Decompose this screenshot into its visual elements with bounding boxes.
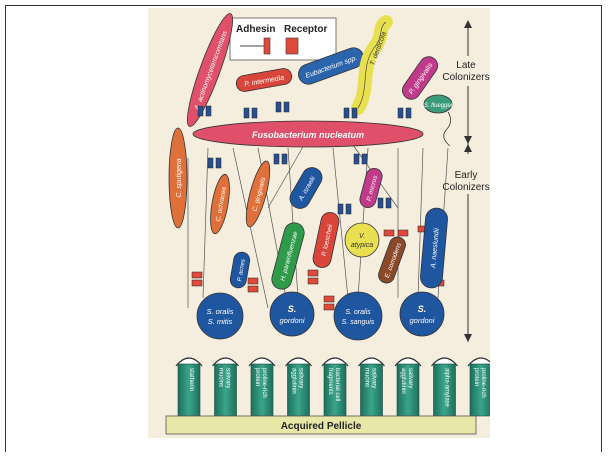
receptor-label-line1: salivary <box>298 368 304 388</box>
scale-arrow-down-mid <box>464 136 472 144</box>
receptor-stalk: statherin <box>176 358 202 416</box>
receptor-label-line1: bacterial cell <box>334 368 340 401</box>
legend: Adhesin Receptor <box>230 18 336 60</box>
v-atypica: V. atypica <box>345 223 379 257</box>
legend-receptor-label: Receptor <box>284 24 327 35</box>
c-sputigena-label: C. sputigena <box>176 158 183 197</box>
t-denticola: T. denticola <box>358 22 388 108</box>
s-gordonii-1-label-a: S. <box>288 304 297 314</box>
middle-colonizers: C. ochracea C. gingivalis A. israelii P.… <box>207 159 449 291</box>
receptor-label-line1: salivary <box>371 368 377 388</box>
v-atypica-label-1: V. <box>359 233 365 240</box>
s-oralis-mitis-label-2: S. mitis <box>208 317 233 326</box>
s-oralis-sanguis-label-2: S. sanguis <box>342 319 375 326</box>
receptor-label: salivarymucins <box>218 368 231 388</box>
fuso-label: Fusobacterium nucleatum <box>252 130 364 140</box>
c-ochracea: C. ochracea <box>207 173 233 235</box>
late-line-1: Late <box>456 60 476 71</box>
pellicle-label: Acquired Pellicle <box>281 421 362 432</box>
fusobacterium-nucleatum: Fusobacterium nucleatum <box>193 121 423 147</box>
p-intermedia: P. intermedia <box>235 67 293 92</box>
receptor-stalk: bacterial cellfragments <box>322 358 348 416</box>
s-gordonii-1-label-b: gordoni <box>279 316 304 325</box>
scale-arrow-up-top <box>464 20 472 28</box>
s-oralis-mitis-cell <box>197 293 243 339</box>
s-oralis-sanguis-cell <box>334 292 382 340</box>
receptor-label-line2: mucins <box>364 368 370 387</box>
receptor-label-line2: agglutinin <box>291 368 297 394</box>
receptor-label-line2: mucins <box>218 368 224 387</box>
legend-adhesin-icon <box>264 38 270 54</box>
receptor-stalk: salivaryagglutinin <box>395 358 421 416</box>
early-line-2: Colonizers <box>442 182 489 193</box>
legend-adhesin-label: Adhesin <box>236 24 275 35</box>
a-naeslundii: A. naeslundii <box>420 207 449 289</box>
streptococci: S. oralis S. mitis S. gordoni S. oralis … <box>197 292 444 340</box>
receptor-label-line1: statherin <box>188 368 194 391</box>
receptor-label-line1: proline-rich <box>480 368 486 398</box>
receptor-label: salivarymucins <box>364 368 377 388</box>
e-corrodens: E. corrodens <box>376 235 407 286</box>
receptor-label-line1: salivary <box>407 368 413 388</box>
receptor-stalk: alpha-amylase <box>432 358 458 416</box>
legend-receptor-icon <box>286 38 298 54</box>
s-oralis-sanguis-label-1: S. oralis <box>345 309 371 316</box>
receptor-stalk: salivarymucins <box>359 358 385 416</box>
receptor-label: statherin <box>188 368 194 391</box>
receptor-label-line2: protein <box>473 368 479 386</box>
v-atypica-label-2: atypica <box>351 242 373 249</box>
v-atypica-body <box>345 223 379 257</box>
c-gingivalis: C. gingivalis <box>241 159 274 229</box>
p-acnes: P. acnes <box>229 251 251 289</box>
s-flueggei: S. flueggei <box>424 95 453 146</box>
acquired-pellicle: Acquired Pellicle <box>166 416 476 434</box>
receptor-stalk: proline-richprotein <box>249 358 275 416</box>
scale-arrow-down-bottom <box>464 334 472 342</box>
s-gordonii-2-label-b: gordoni <box>409 316 434 325</box>
late-line-2: Colonizers <box>442 72 489 83</box>
h-parainfluenzae: H. parainfluenzae <box>270 221 307 292</box>
p-loescheii: P. loescheii <box>311 211 340 270</box>
receptor-label-line1: proline-rich <box>261 368 267 398</box>
c-sputigena: C. sputigena <box>169 128 187 228</box>
receptor-label-line2: agglutinin <box>400 368 406 394</box>
receptor-stalk: salivarymucins <box>213 358 239 416</box>
receptor-label-line2: protein <box>254 368 260 386</box>
scale-arrow-up-mid <box>464 144 472 152</box>
receptor-label-line1: alpha-amylase <box>444 368 450 408</box>
a-israelii: A. israelii <box>286 164 325 212</box>
s-flueggei-label: S. flueggei <box>424 103 453 109</box>
receptor-stalk: proline-richprotein <box>468 358 490 416</box>
s-gordonii-cell-2 <box>400 292 444 336</box>
receptor-label-line1: salivary <box>225 368 231 388</box>
s-flueggei-flagellum <box>444 112 451 146</box>
receptor-body <box>470 364 490 416</box>
s-gordonii-2-label-a: S. <box>418 304 427 314</box>
s-oralis-mitis-label-1: S. oralis <box>206 307 233 316</box>
receptor-label-line2: fragments <box>327 368 333 395</box>
early-line-1: Early <box>455 170 478 181</box>
receptor-stalk: salivaryagglutinin <box>286 358 312 416</box>
receptor-label: alpha-amylase <box>444 368 450 408</box>
s-gordonii-cell-1 <box>270 292 314 336</box>
